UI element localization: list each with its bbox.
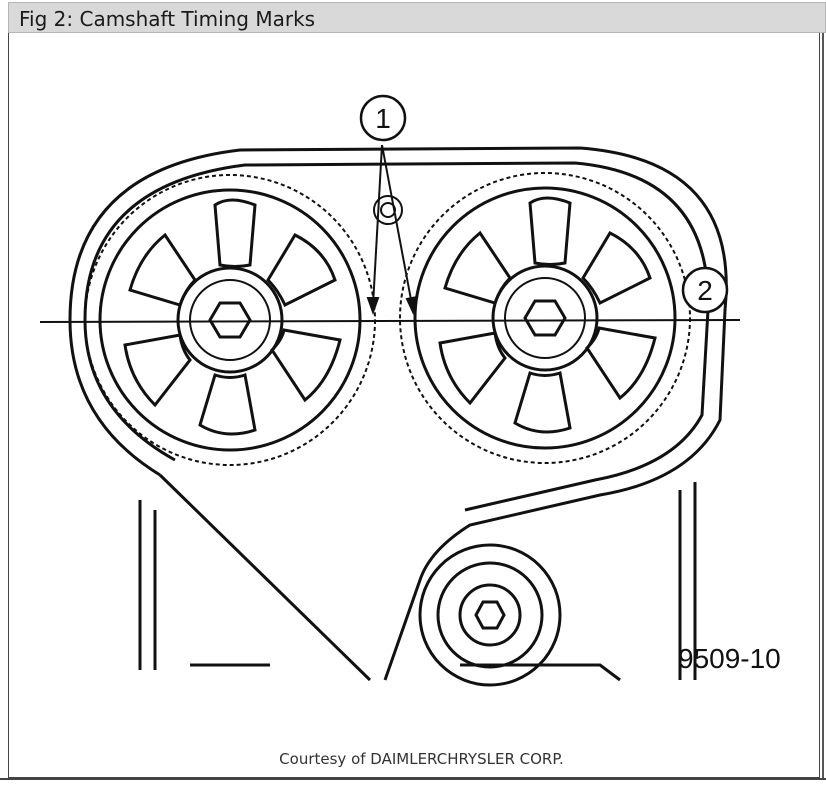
timing-belt-outer bbox=[68, 146, 728, 682]
svg-text:1: 1 bbox=[375, 103, 391, 134]
figure-titlebar: Fig 2: Camshaft Timing Marks bbox=[8, 2, 826, 33]
callout-1: 1 bbox=[359, 94, 407, 142]
camshaft-timing-diagram: 1 2 9509-107 bbox=[40, 94, 780, 687]
callout-2: 2 bbox=[681, 266, 729, 314]
lower-cover bbox=[190, 663, 621, 682]
frame-edge bbox=[822, 33, 824, 778]
figure-title: Fig 2: Camshaft Timing Marks bbox=[19, 7, 316, 31]
left-camshaft-sprocket bbox=[84, 174, 376, 466]
svg-text:2: 2 bbox=[697, 275, 713, 306]
engine-cover-outline bbox=[138, 482, 697, 680]
right-camshaft-sprocket bbox=[399, 172, 691, 464]
part-number: 9509-107 bbox=[678, 643, 780, 674]
tensioner-pulley bbox=[418, 543, 562, 687]
figure-caption: Courtesy of DAIMLERCHRYSLER CORP. bbox=[279, 750, 564, 768]
timing-centerline bbox=[40, 319, 741, 323]
frame-bottom bbox=[0, 778, 826, 786]
callout-1-leaders bbox=[366, 144, 419, 315]
